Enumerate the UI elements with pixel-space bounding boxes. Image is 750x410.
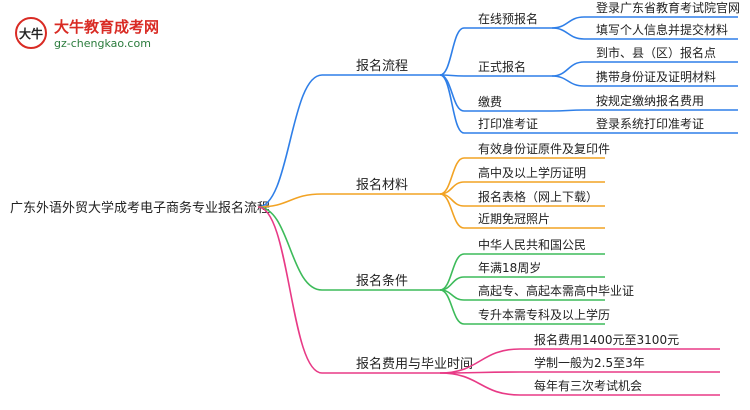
subbranch-label: 有效身份证原件及复印件 xyxy=(478,141,610,156)
branch-label: 报名流程 xyxy=(356,58,408,74)
root-branch-connector xyxy=(257,193,323,208)
subbranch-connector xyxy=(439,27,465,76)
root-branch-connector xyxy=(257,74,323,208)
subbranch-connector xyxy=(439,74,465,134)
logo-glyph: 大牛 xyxy=(19,26,43,41)
branch-label: 报名材料 xyxy=(356,177,408,193)
subbranch-connector xyxy=(439,372,521,396)
leaf-label: 到市、县（区）报名点 xyxy=(596,45,716,60)
leaf-connector xyxy=(551,75,585,87)
subbranch-label: 在线预报名 xyxy=(478,11,538,26)
subbranch-label: 每年有三次考试机会 xyxy=(534,378,642,393)
subbranch-label: 学制一般为2.5至3年 xyxy=(534,355,645,370)
subbranch-label: 近期免冠照片 xyxy=(478,211,550,226)
subbranch-label: 专升本需专科及以上学历 xyxy=(478,307,610,322)
subbranch-label: 年满18周岁 xyxy=(478,260,541,275)
leaf-connector xyxy=(551,109,585,112)
subbranch-label: 正式报名 xyxy=(478,59,526,74)
branch-label: 报名条件 xyxy=(356,273,408,289)
leaf-label: 登录广东省教育考试院官网 xyxy=(596,0,740,15)
root-branch-connector xyxy=(257,206,323,291)
leaf-connector xyxy=(551,27,585,40)
logo-mark-icon: 大牛 xyxy=(15,17,47,49)
leaf-label: 按规定缴纳报名费用 xyxy=(596,93,704,108)
root-node-label: 广东外语外贸大学成考电子商务专业报名流程 xyxy=(10,200,270,216)
subbranch-label: 报名表格（网上下载） xyxy=(478,189,598,204)
subbranch-label: 打印准考证 xyxy=(478,117,538,131)
root-branch-connector xyxy=(257,206,323,374)
subbranch-label: 高起专、高起本需高中毕业证 xyxy=(478,283,634,298)
leaf-connector xyxy=(551,16,585,29)
leaf-label: 填写个人信息并提交材料 xyxy=(596,22,728,37)
site-logo: 大牛 大牛教育成考网 gz-chengkao.com xyxy=(14,14,184,58)
logo-url: gz-chengkao.com xyxy=(54,37,151,50)
logo-title: 大牛教育成考网 xyxy=(54,18,160,36)
subbranch-connector xyxy=(439,193,465,229)
subbranch-label: 高中及以上学历证明 xyxy=(478,165,586,180)
subbranch-label: 缴费 xyxy=(478,94,502,109)
branch-label: 报名费用与毕业时间 xyxy=(356,356,473,372)
leaf-connector xyxy=(551,61,585,77)
subbranch-label: 报名费用1400元至3100元 xyxy=(534,332,679,347)
subbranch-label: 中华人民共和国公民 xyxy=(478,237,586,252)
leaf-label: 登录系统打印准考证 xyxy=(596,116,704,131)
subbranch-connector xyxy=(439,289,465,325)
leaf-label: 携带身份证及证明材料 xyxy=(596,69,716,84)
